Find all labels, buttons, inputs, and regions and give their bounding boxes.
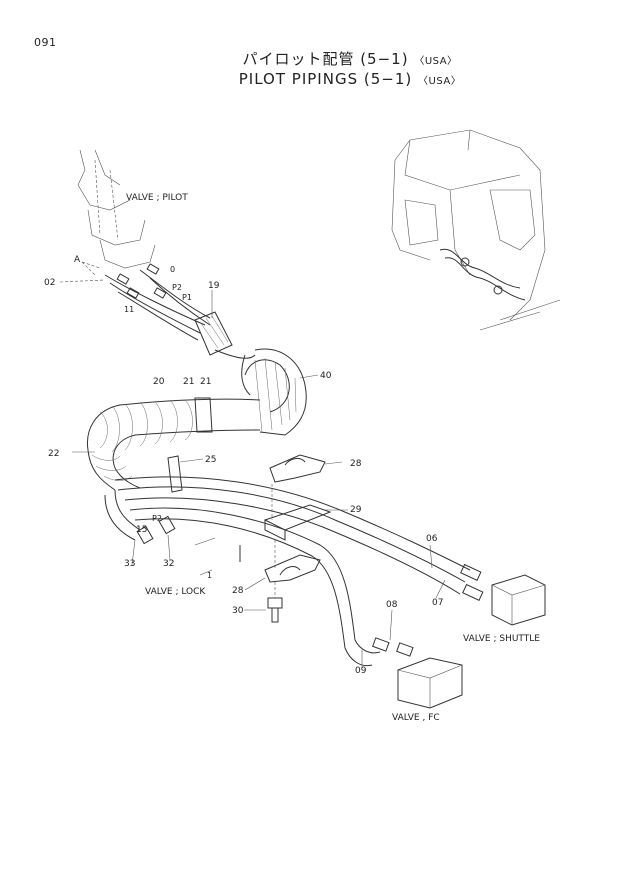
main-hose-run (104, 455, 471, 649)
callout-20: 20 (153, 377, 165, 387)
callout-28a: 28 (350, 459, 362, 469)
pilot-hose-bundle (104, 263, 233, 356)
fc-valve (344, 637, 463, 709)
page-number: 091 (34, 36, 57, 49)
title-japanese-suffix: 〈USA〉 (414, 56, 458, 67)
callout-21a: 21 (183, 377, 194, 387)
callout-07: 07 (432, 598, 443, 608)
title-english: PILOT PIPINGS (5−1) 〈USA〉 (40, 70, 620, 88)
title-english-suffix: 〈USA〉 (418, 76, 462, 87)
lock-valve-fittings (136, 515, 241, 576)
callout-06: 06 (426, 534, 438, 544)
brackets (263, 454, 332, 623)
pilot-valve (77, 149, 156, 269)
callout-28b: 28 (232, 586, 244, 596)
label-valve-fc: VALVE , FC (392, 713, 440, 723)
sleeve-40 (214, 348, 307, 436)
callout-1: 1 (207, 571, 212, 580)
callout-19: 19 (208, 281, 220, 291)
callout-A: A (74, 255, 81, 265)
callout-02: 02 (44, 278, 55, 288)
label-valve-lock: VALVE ; LOCK (145, 587, 206, 597)
callout-32: 32 (163, 559, 174, 569)
callout-33: 33 (124, 559, 135, 569)
callout-11: 11 (124, 305, 134, 314)
label-valve-pilot: VALVE ; PILOT (126, 193, 188, 203)
callout-0: 0 (170, 265, 175, 274)
title-japanese: パイロット配管 (5−1) 〈USA〉 (40, 48, 620, 69)
cab-sketch (391, 129, 561, 331)
callout-P2: P2 (172, 283, 182, 292)
shuttle-valve (460, 563, 546, 626)
callout-30: 30 (232, 606, 244, 616)
leader-lines (59, 261, 446, 668)
callout-P1: P1 (182, 293, 192, 302)
title-japanese-text: パイロット配管 (5−1) (242, 50, 409, 68)
callout-25: 25 (205, 455, 216, 465)
callout-22: 22 (48, 449, 59, 459)
callout-29: 29 (350, 505, 362, 515)
callout-08: 08 (386, 600, 398, 610)
label-valve-shuttle: VALVE ; SHUTTLE (463, 634, 540, 644)
spiral-sleeve-22 (86, 397, 261, 491)
callout-15: 15 (136, 525, 147, 535)
callout-P2b: P2 (152, 514, 162, 523)
callout-09: 09 (355, 666, 367, 676)
title-english-text: PILOT PIPINGS (5−1) (238, 70, 413, 88)
callout-40: 40 (320, 371, 332, 381)
callout-21b: 21 (200, 377, 211, 387)
